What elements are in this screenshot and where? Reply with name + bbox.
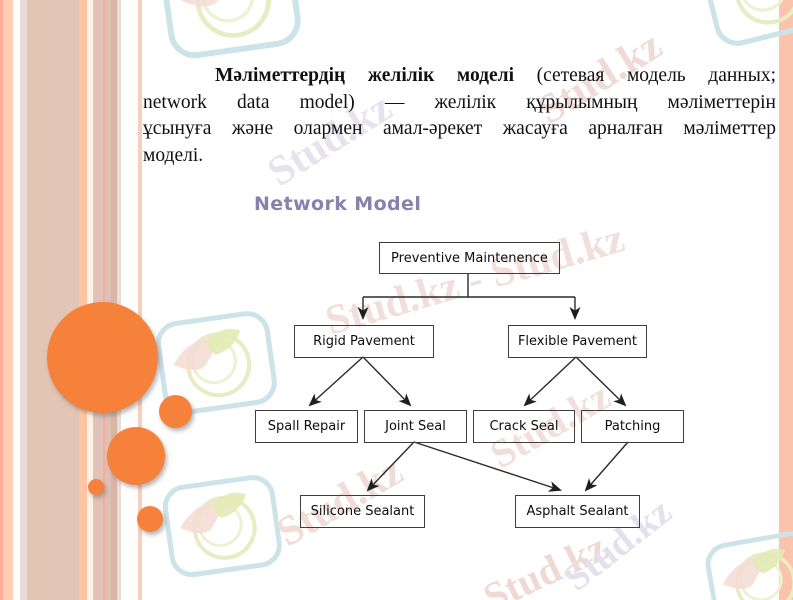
diagram-title: Network Model	[254, 193, 422, 215]
paragraph-line-2: network data model) — желілік құрылымның…	[143, 91, 776, 113]
diagram-node-crack-seal: Crack Seal	[473, 410, 575, 443]
diagram-node-silicone-sealant: Silicone Sealant	[300, 495, 425, 528]
edge-joint-silicone	[366, 441, 415, 492]
logo-watermark-top-left	[160, 0, 301, 58]
diagram-node-joint-seal: Joint Seal	[364, 410, 467, 443]
edge-joint-asphalt	[413, 441, 562, 492]
diagram-node-spall-repair: Spall Repair	[255, 410, 358, 443]
decor-circle-tiny	[88, 479, 104, 495]
paragraph-line-1-rest: (сетевая модель данных;	[514, 65, 776, 86]
decor-circle-small-right	[159, 395, 192, 428]
right-stripe-band	[779, 0, 793, 600]
logo-watermark-bottom-left	[163, 475, 282, 577]
edge-flexible-crack	[523, 356, 577, 407]
diagram-node-preventive-maintenence: Preventive Maintenence	[379, 242, 560, 274]
edge-rigid-joint	[362, 356, 412, 407]
diagram-node-flexible-pavement: Flexible Pavement	[508, 325, 647, 358]
diagram-node-rigid-pavement: Rigid Pavement	[294, 325, 434, 358]
slide-paragraph: Мәліметтердің желілік моделі (сетевая мо…	[143, 63, 776, 169]
left-stripe-band	[0, 0, 142, 600]
paragraph-line-4: моделі.	[143, 144, 204, 166]
diagram-node-patching: Patching	[581, 410, 684, 443]
edge-rigid-spall	[308, 356, 364, 407]
edge-patching-asphalt	[584, 441, 629, 492]
edge-connector-tee	[363, 273, 575, 298]
edge-flexible-patching	[575, 356, 627, 407]
paragraph-line-3: ұсынуға және олармен амал-әрекет жасауға…	[143, 118, 776, 139]
decor-circle-medium	[107, 427, 165, 485]
paragraph-line-1: Мәліметтердің желілік моделі (сетевая мо…	[143, 63, 776, 90]
studkz-text-watermark: Stud.kz	[476, 524, 614, 600]
decor-circle-large	[47, 302, 158, 413]
decor-circle-bottom	[137, 506, 163, 532]
diagram-node-asphalt-sealant: Asphalt Sealant	[515, 495, 640, 528]
paragraph-lead-bold: Мәліметтердің желілік моделі	[215, 65, 515, 86]
